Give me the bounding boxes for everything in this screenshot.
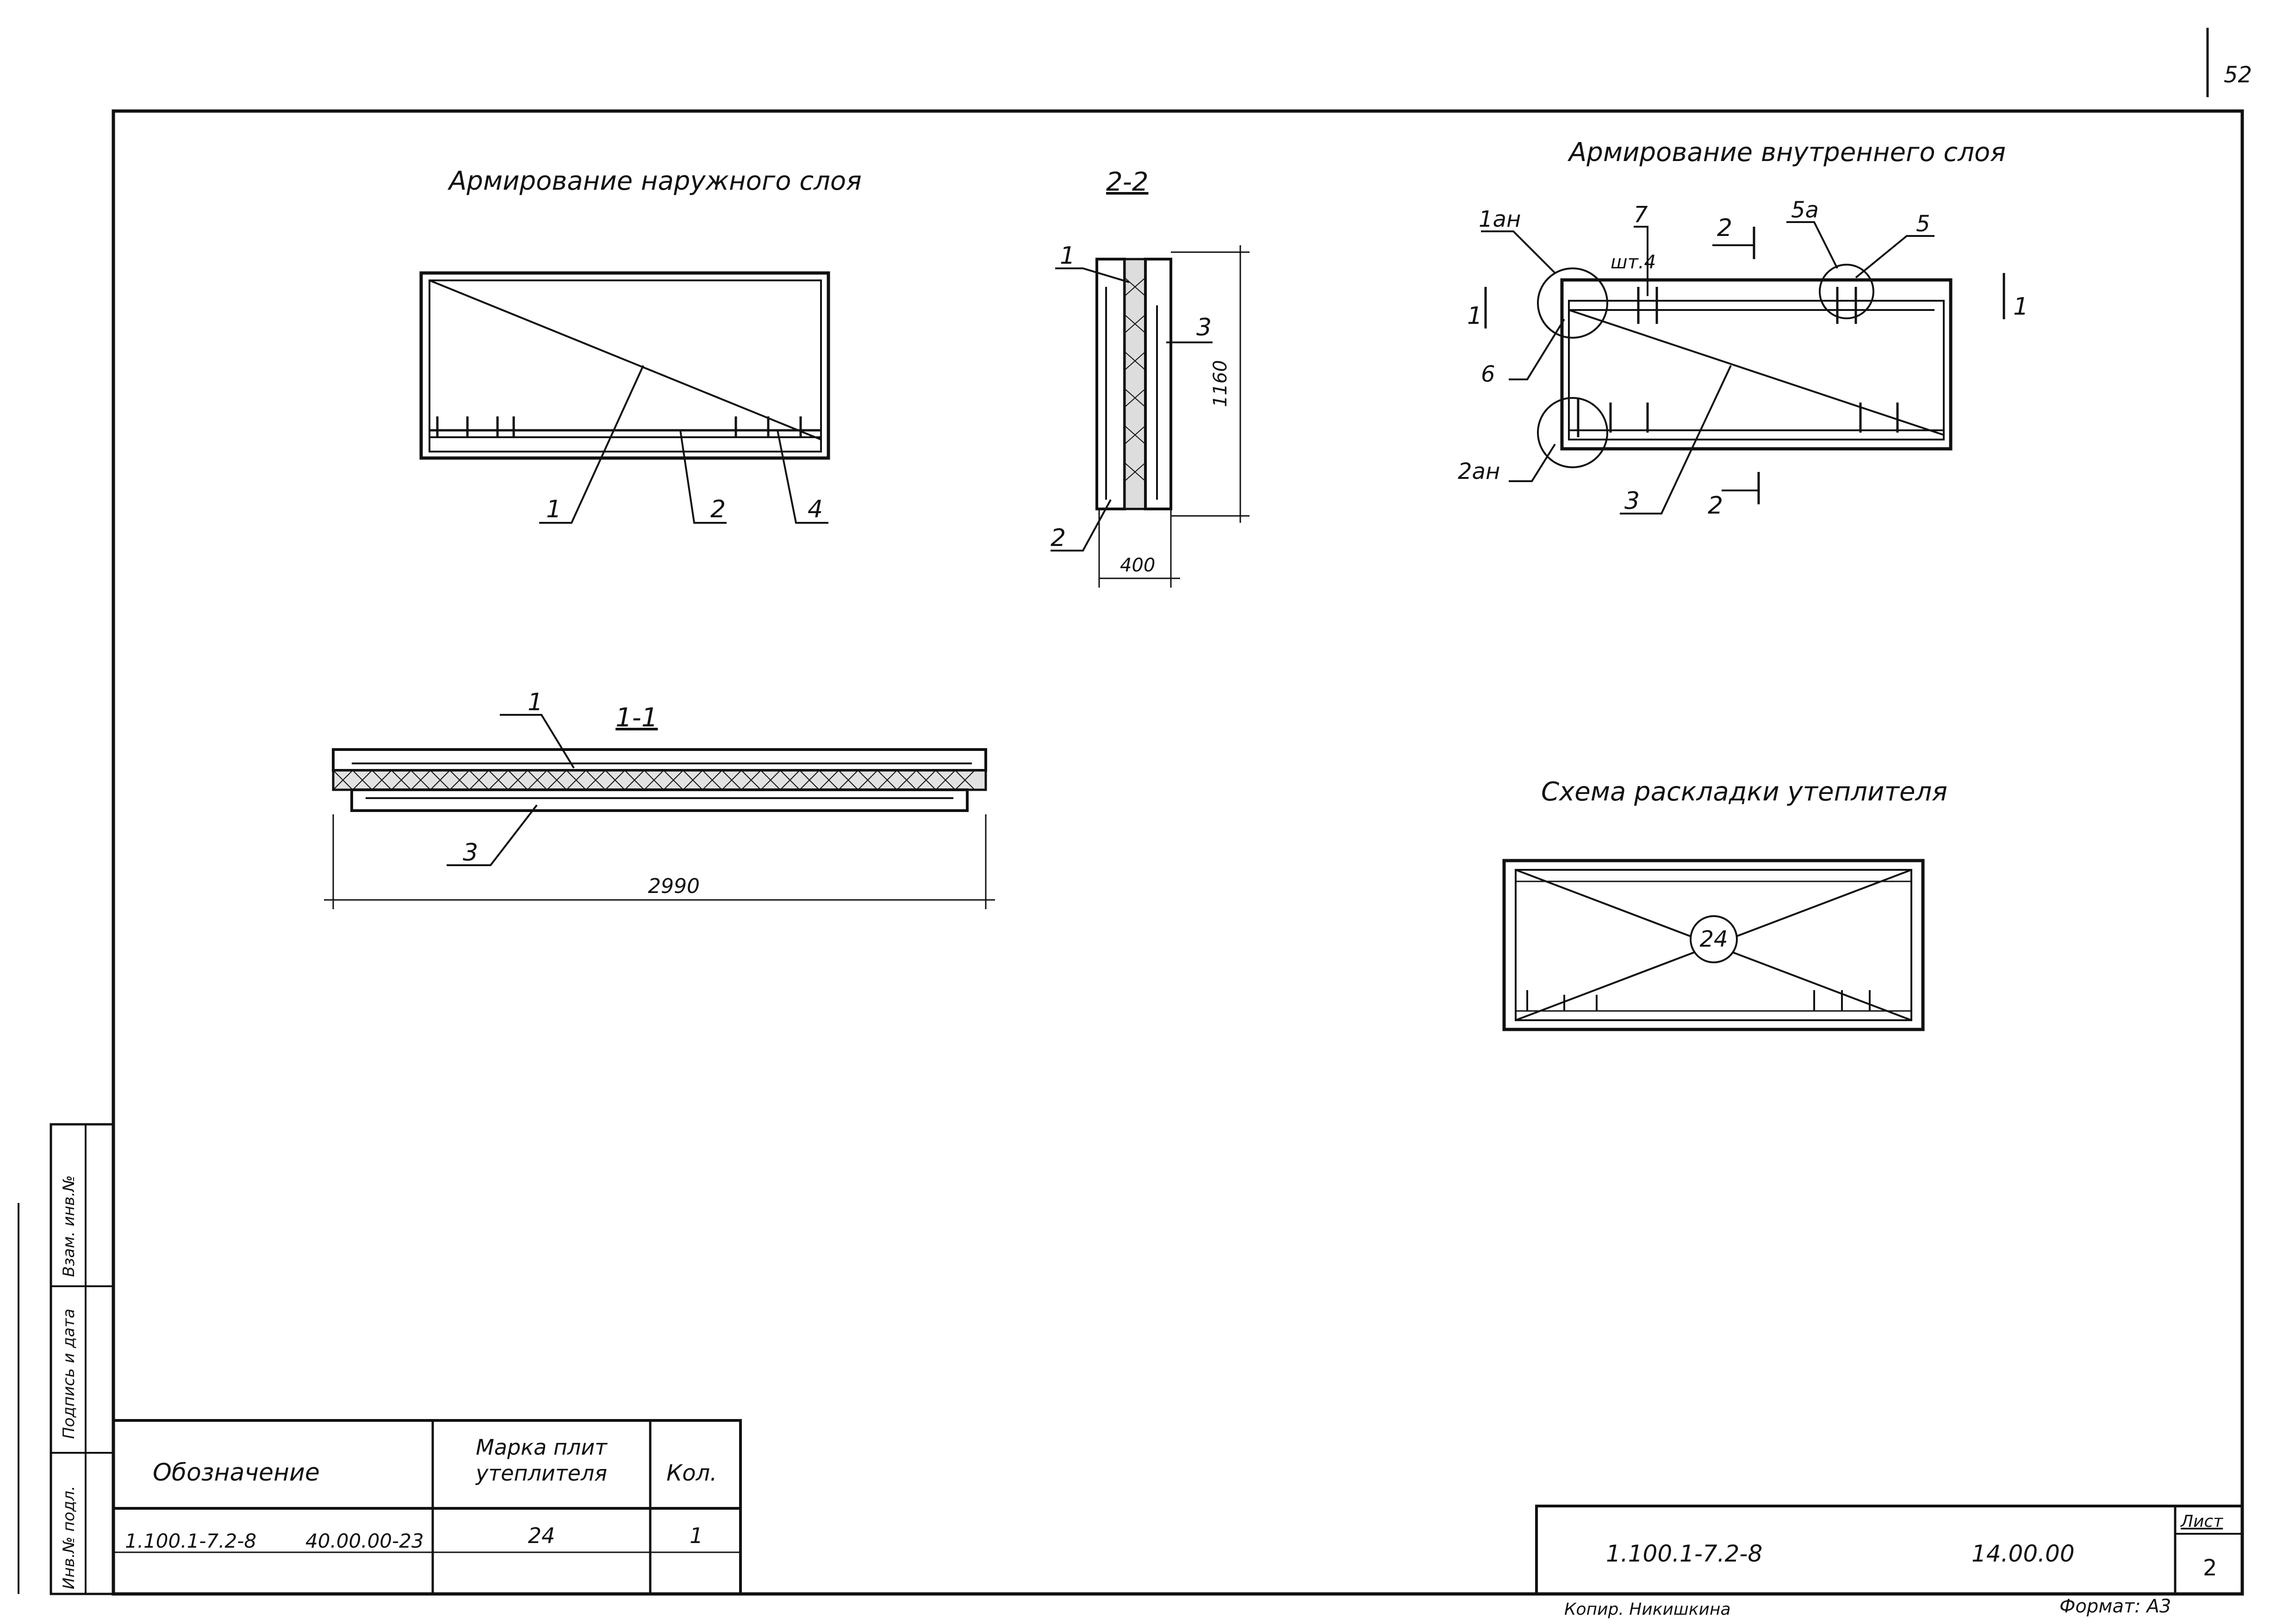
detail-circle-1an	[1537, 267, 1608, 339]
inner-callout-3: 3	[1624, 487, 1640, 515]
inner-callout-7-qty: шт.4	[1611, 252, 1656, 273]
inner-callout-2-top: 2	[1717, 214, 1732, 242]
title-sheet-label: Лист	[2180, 1512, 2223, 1531]
inner-callout-7: 7	[1634, 202, 1648, 228]
inner-callout-6: 6	[1481, 361, 1495, 387]
insulation-mark: 24	[1699, 926, 1728, 952]
spec-table: Обозначение Марка плит утеплителя Кол. 1…	[112, 1419, 742, 1595]
section-1-1-dim-length: 2990	[648, 874, 700, 898]
section-2-2-title: 2-2	[1106, 167, 1148, 197]
side-stamp: Инв.№ подл. Подпись и дата Взам. инв.№	[51, 1124, 113, 1594]
page-number: 52	[2224, 62, 2252, 88]
spec-cell-qty: 1	[690, 1523, 703, 1548]
title-doc-number: 14.00.00	[1972, 1540, 2075, 1567]
side-stamp-replace-inv: Взам. инв.№	[60, 1175, 78, 1277]
spec-cell-designation-2: 40.00.00-23	[305, 1530, 424, 1552]
insulation-layout-view: Схема раскладки утеплителя 24	[1502, 777, 1947, 1031]
sheet-frame	[18, 28, 2244, 1596]
spec-cell-designation-1: 1.100.1-7.2-8	[125, 1530, 256, 1552]
section-2-2-callout-1: 1	[1060, 242, 1075, 270]
inner-callout-5: 5	[1916, 211, 1930, 237]
inner-callout-2an: 2ан	[1458, 459, 1500, 484]
section-2-2-view: 2-2 1160 400 1 3 2	[1051, 167, 1250, 588]
detail-circle-2an	[1537, 397, 1608, 468]
section-2-2-callout-2: 2	[1051, 524, 1066, 552]
spec-header-mark: Марка плит утеплителя	[476, 1435, 607, 1486]
detail-circle-5a	[1819, 264, 1874, 319]
inner-callout-1an: 1ан	[1479, 206, 1521, 232]
inner-layer-title: Армирование внутреннего слоя	[1567, 137, 2006, 167]
inner-layer-view: Армирование внутреннего слоя 1ан	[1458, 137, 2028, 520]
section-2-2-callout-3: 3	[1196, 314, 1212, 341]
section-2-2-dim-height: 1160	[1210, 360, 1231, 407]
spec-header-designation: Обозначение	[153, 1459, 320, 1487]
insulation-layout-title: Схема раскладки утеплителя	[1541, 777, 1947, 807]
outer-callout-2: 2	[710, 496, 726, 523]
section-1-1-view: 1-1 2990 1 3	[324, 688, 995, 909]
section-1-1-callout-1: 1	[528, 688, 543, 716]
inner-callout-1-right: 1	[2013, 293, 2028, 321]
side-stamp-inv-no: Инв.№ подл.	[60, 1486, 78, 1589]
title-sheet-value: 2	[2203, 1555, 2217, 1581]
outer-callout-1: 1	[546, 496, 561, 523]
inner-callout-1-left: 1	[1467, 302, 1482, 330]
footer-format: Формат: А3	[2059, 1596, 2171, 1617]
spec-header-qty: Кол.	[666, 1460, 717, 1486]
title-doc-code: 1.100.1-7.2-8	[1606, 1540, 1762, 1567]
outer-callout-4: 4	[808, 496, 823, 523]
inner-callout-5a: 5а	[1791, 197, 1819, 223]
section-1-1-title: 1-1	[616, 703, 658, 733]
footer-copied-by: Копир. Никишкина	[1564, 1600, 1731, 1619]
outer-layer-title: Армирование наружного слоя	[448, 166, 862, 196]
section-1-1-callout-3: 3	[463, 839, 478, 867]
side-stamp-signature: Подпись и дата	[60, 1308, 78, 1439]
title-block: 1.100.1-7.2-8 14.00.00 Лист 2	[1535, 1505, 2244, 1595]
section-2-2-dim-width: 400	[1120, 555, 1155, 576]
inner-callout-2-bottom: 2	[1708, 492, 1723, 520]
outer-layer-view: Армирование наружного слоя 1 2 4	[419, 166, 862, 524]
spec-cell-mark: 24	[528, 1523, 555, 1548]
